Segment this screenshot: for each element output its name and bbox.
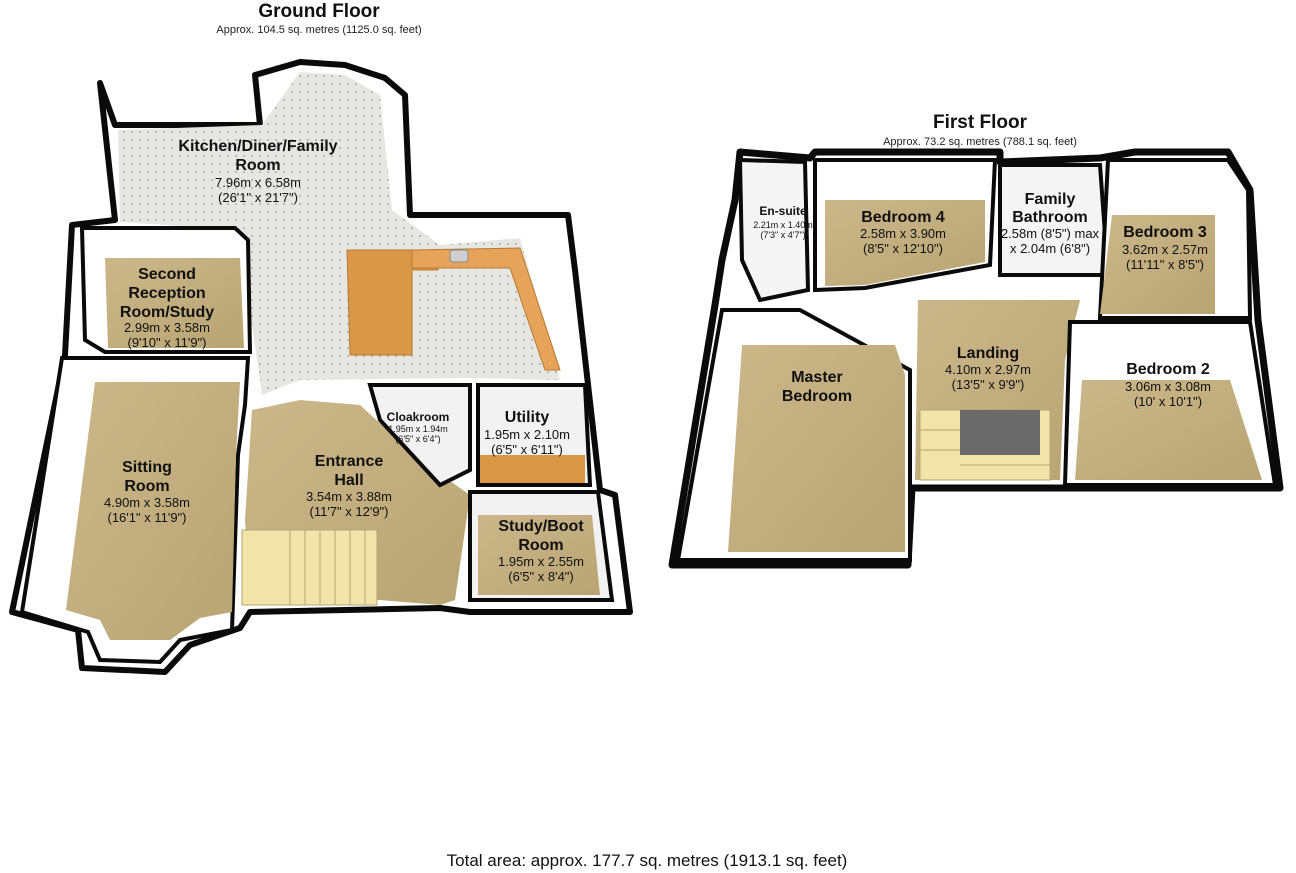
bedroom3-label: Bedroom 3 3.62m x 2.57m (11'11" x 8'5"): [1122, 224, 1208, 272]
ground-floor-area: Approx. 104.5 sq. metres (1125.0 sq. fee…: [216, 24, 421, 36]
svg-text:Hall: Hall: [334, 472, 363, 489]
svg-text:(10' x 10'1"): (10' x 10'1"): [1134, 394, 1202, 409]
svg-text:Cloakroom: Cloakroom: [387, 410, 450, 424]
sitting-room-label: Sitting Room 4.90m x 3.58m (16'1" x 11'9…: [104, 459, 190, 525]
ground-stairs: [241, 529, 378, 606]
svg-text:x 2.04m (6'8"): x 2.04m (6'8"): [1010, 241, 1090, 256]
svg-text:(16'1" x 11'9"): (16'1" x 11'9"): [108, 510, 187, 525]
svg-text:(26'1" x 21'7"): (26'1" x 21'7"): [218, 190, 298, 205]
kitchen-worktop: [411, 247, 561, 371]
svg-text:(11'7" x 12'9"): (11'7" x 12'9"): [310, 504, 389, 519]
svg-text:Bedroom: Bedroom: [782, 388, 852, 405]
bedroom2-carpet: [1075, 380, 1262, 480]
svg-text:Bedroom 3: Bedroom 3: [1123, 224, 1207, 241]
svg-text:1.95m x 2.10m: 1.95m x 2.10m: [484, 427, 570, 442]
svg-text:(13'5" x 9'9"): (13'5" x 9'9"): [952, 377, 1025, 392]
svg-text:1.95m x 2.55m: 1.95m x 2.55m: [498, 554, 584, 569]
svg-text:2.58m (8'5") max: 2.58m (8'5") max: [1001, 226, 1100, 241]
svg-text:2.58m x 3.90m: 2.58m x 3.90m: [860, 226, 946, 241]
first-floor-heading: First Floor Approx. 73.2 sq. metres (788…: [883, 112, 1077, 148]
svg-text:Sitting: Sitting: [122, 459, 172, 476]
svg-text:Entrance: Entrance: [315, 453, 384, 470]
svg-text:Utility: Utility: [505, 409, 550, 426]
ground-floor-title: Ground Floor: [258, 1, 380, 22]
bathroom-label: Family Bathroom 2.58m (8'5") max x 2.04m…: [1001, 191, 1100, 256]
first-stairs: [919, 409, 1051, 481]
first-floor-plan: [668, 148, 1284, 569]
kitchen-floor: [118, 72, 560, 395]
svg-text:(6'5" x 6'11"): (6'5" x 6'11"): [491, 442, 563, 457]
svg-text:Second: Second: [138, 266, 196, 283]
bedroom3-carpet: [1100, 215, 1215, 314]
bedroom4-label: Bedroom 4 2.58m x 3.90m (8'5" x 12'10"): [860, 209, 946, 256]
svg-text:Master: Master: [791, 369, 843, 386]
svg-text:(6'5" x 6'4"): (6'5" x 6'4"): [395, 434, 440, 444]
study-boot-label: Study/Boot Room 1.95m x 2.55m (6'5" x 8'…: [498, 518, 584, 584]
second-reception-label: Second Reception Room/Study 2.99m x 3.58…: [120, 266, 214, 350]
utility-worktop: [480, 455, 585, 483]
ensuite-label: En-suite 2.21m x 1.40m (7'3" x 4'7"): [753, 204, 813, 240]
svg-text:(6'5" x 8'4"): (6'5" x 8'4"): [508, 569, 574, 584]
svg-text:2.99m x 3.58m: 2.99m x 3.58m: [124, 320, 210, 335]
second-reception-carpet: [105, 258, 244, 348]
svg-text:3.06m x 3.08m: 3.06m x 3.08m: [1125, 379, 1211, 394]
bedroom4-carpet: [825, 200, 985, 286]
ground-floor-heading: Ground Floor Approx. 104.5 sq. metres (1…: [216, 1, 421, 36]
total-area-caption: Total area: approx. 177.7 sq. metres (19…: [447, 851, 848, 870]
svg-text:Landing: Landing: [957, 345, 1019, 362]
entrance-hall-label: Entrance Hall 3.54m x 3.88m (11'7" x 12'…: [306, 453, 392, 519]
svg-text:3.54m x 3.88m: 3.54m x 3.88m: [306, 489, 392, 504]
svg-text:(7'3" x 4'7"): (7'3" x 4'7"): [760, 230, 805, 240]
bedroom2-label: Bedroom 2 3.06m x 3.08m (10' x 10'1"): [1125, 361, 1211, 409]
utility-label: Utility 1.95m x 2.10m (6'5" x 6'11"): [484, 409, 570, 457]
svg-text:(8'5" x 12'10"): (8'5" x 12'10"): [863, 241, 943, 256]
svg-text:2.21m x 1.40m: 2.21m x 1.40m: [753, 220, 813, 230]
svg-text:Room: Room: [518, 537, 563, 554]
svg-text:Room/Study: Room/Study: [120, 304, 214, 321]
svg-text:(9'10" x 11'9"): (9'10" x 11'9"): [128, 335, 207, 350]
cloakroom-label: Cloakroom 1.95m x 1.94m (6'5" x 6'4"): [387, 410, 450, 444]
sitting-room-carpet: [66, 382, 240, 640]
study-boot-carpet: [478, 515, 600, 595]
svg-text:Kitchen/Diner/Family: Kitchen/Diner/Family: [178, 138, 337, 155]
cloakroom-floor: [367, 383, 472, 488]
svg-text:3.62m x 2.57m: 3.62m x 2.57m: [1122, 242, 1208, 257]
svg-text:En-suite: En-suite: [759, 204, 807, 218]
svg-text:Room: Room: [235, 157, 280, 174]
svg-text:4.90m x 3.58m: 4.90m x 3.58m: [104, 495, 190, 510]
svg-text:Study/Boot: Study/Boot: [498, 518, 584, 535]
svg-text:Bedroom 4: Bedroom 4: [861, 209, 945, 226]
svg-text:4.10m x 2.97m: 4.10m x 2.97m: [945, 362, 1031, 377]
svg-text:(11'11" x 8'5"): (11'11" x 8'5"): [1126, 257, 1204, 272]
svg-text:Bedroom 2: Bedroom 2: [1126, 361, 1210, 378]
landing-label: Landing 4.10m x 2.97m (13'5" x 9'9"): [945, 345, 1031, 392]
first-floor-title: First Floor: [933, 112, 1028, 133]
kitchen-label: Kitchen/Diner/Family Room 7.96m x 6.58m …: [178, 138, 337, 205]
svg-text:Room: Room: [124, 478, 169, 495]
svg-text:Reception: Reception: [128, 285, 205, 302]
first-floor-area: Approx. 73.2 sq. metres (788.1 sq. feet): [883, 136, 1077, 148]
ground-floor-plan: [9, 59, 633, 675]
svg-text:7.96m x 6.58m: 7.96m x 6.58m: [215, 175, 301, 190]
svg-text:Bathroom: Bathroom: [1012, 209, 1088, 226]
master-bedroom-carpet: [728, 345, 905, 552]
sink-icon: [449, 249, 469, 263]
svg-text:1.95m x 1.94m: 1.95m x 1.94m: [388, 424, 448, 434]
svg-text:Family: Family: [1025, 191, 1076, 208]
master-bedroom-label: Master Bedroom: [782, 369, 852, 405]
ensuite-floor: [737, 157, 811, 303]
